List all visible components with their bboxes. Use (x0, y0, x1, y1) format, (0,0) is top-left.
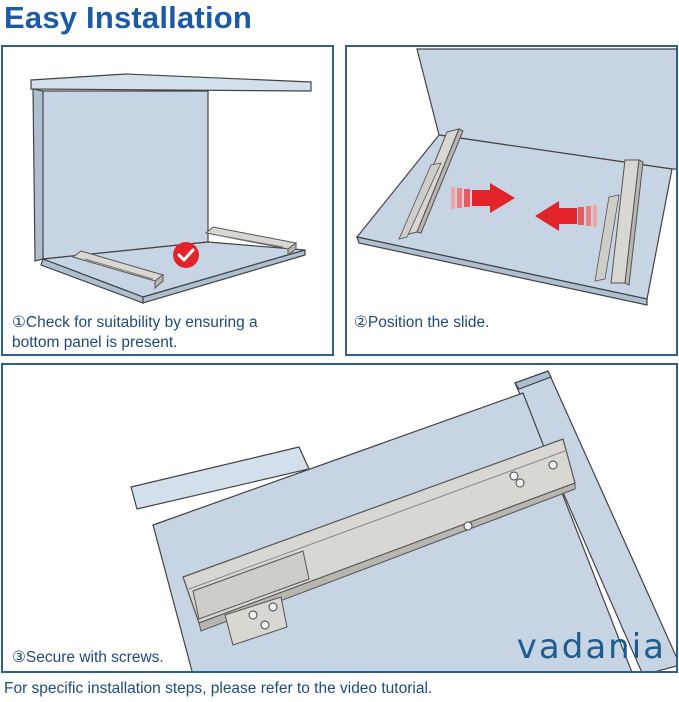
screw-installation-illustration (130, 370, 676, 671)
step-1-caption-line1: ①Check for suitability by ensuring a (12, 314, 258, 331)
arrow-left-icon (535, 201, 597, 231)
brand-logo: vadania (516, 627, 666, 667)
screw-icon (463, 460, 558, 531)
cabinet-illustration (30, 73, 312, 304)
arrow-right-icon (451, 183, 515, 213)
slide-position-illustration (355, 48, 676, 306)
step-3-caption: ③Secure with screws. (12, 649, 164, 666)
footer-note: For specific installation steps, please … (4, 680, 433, 697)
page-title: Easy Installation (4, 0, 253, 35)
step-1-panel: ①Check for suitability by ensuring a bot… (1, 45, 334, 356)
step-3-panel: ③Secure with screws. vadania (1, 363, 678, 673)
screw-icon (248, 602, 278, 630)
step-2-caption: ②Position the slide. (354, 314, 490, 331)
check-badge-icon (173, 242, 199, 268)
step-1-caption-line2: bottom panel is present. (12, 334, 178, 351)
step-1-caption: ①Check for suitability by ensuring a bot… (12, 313, 258, 353)
step-2-panel: ②Position the slide. (345, 45, 678, 356)
